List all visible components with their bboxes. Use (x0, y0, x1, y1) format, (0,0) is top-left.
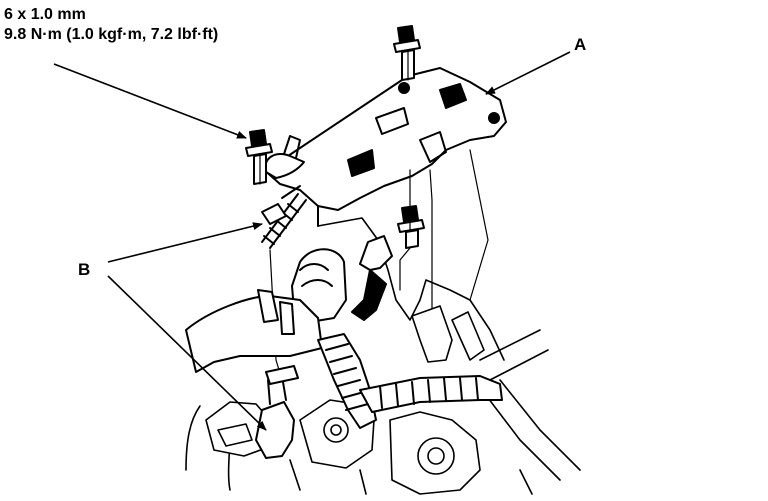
bolt-left (245, 129, 273, 185)
callout-b-leader-lower (107, 275, 267, 431)
harness-clip (264, 135, 305, 179)
mounting-stud (261, 193, 307, 249)
callout-a-leader (485, 51, 571, 95)
callout-b-label: B (78, 260, 91, 279)
sensor-connector (255, 365, 299, 459)
torque-spec-label: 9.8 N·m (1.0 kgf·m, 7.2 lbf·ft) (4, 26, 219, 43)
callout-b-leader-upper (107, 222, 263, 263)
bolt-top (393, 25, 421, 81)
torque-leader (53, 63, 247, 139)
engine-body (185, 217, 581, 495)
wiring-harness (317, 235, 503, 429)
bolt-middle (397, 205, 425, 249)
bolt-size-label: 6 x 1.0 mm (4, 6, 86, 23)
leader-lines (53, 51, 571, 431)
callout-a-label: A (574, 35, 587, 54)
intake-hose (185, 248, 347, 373)
